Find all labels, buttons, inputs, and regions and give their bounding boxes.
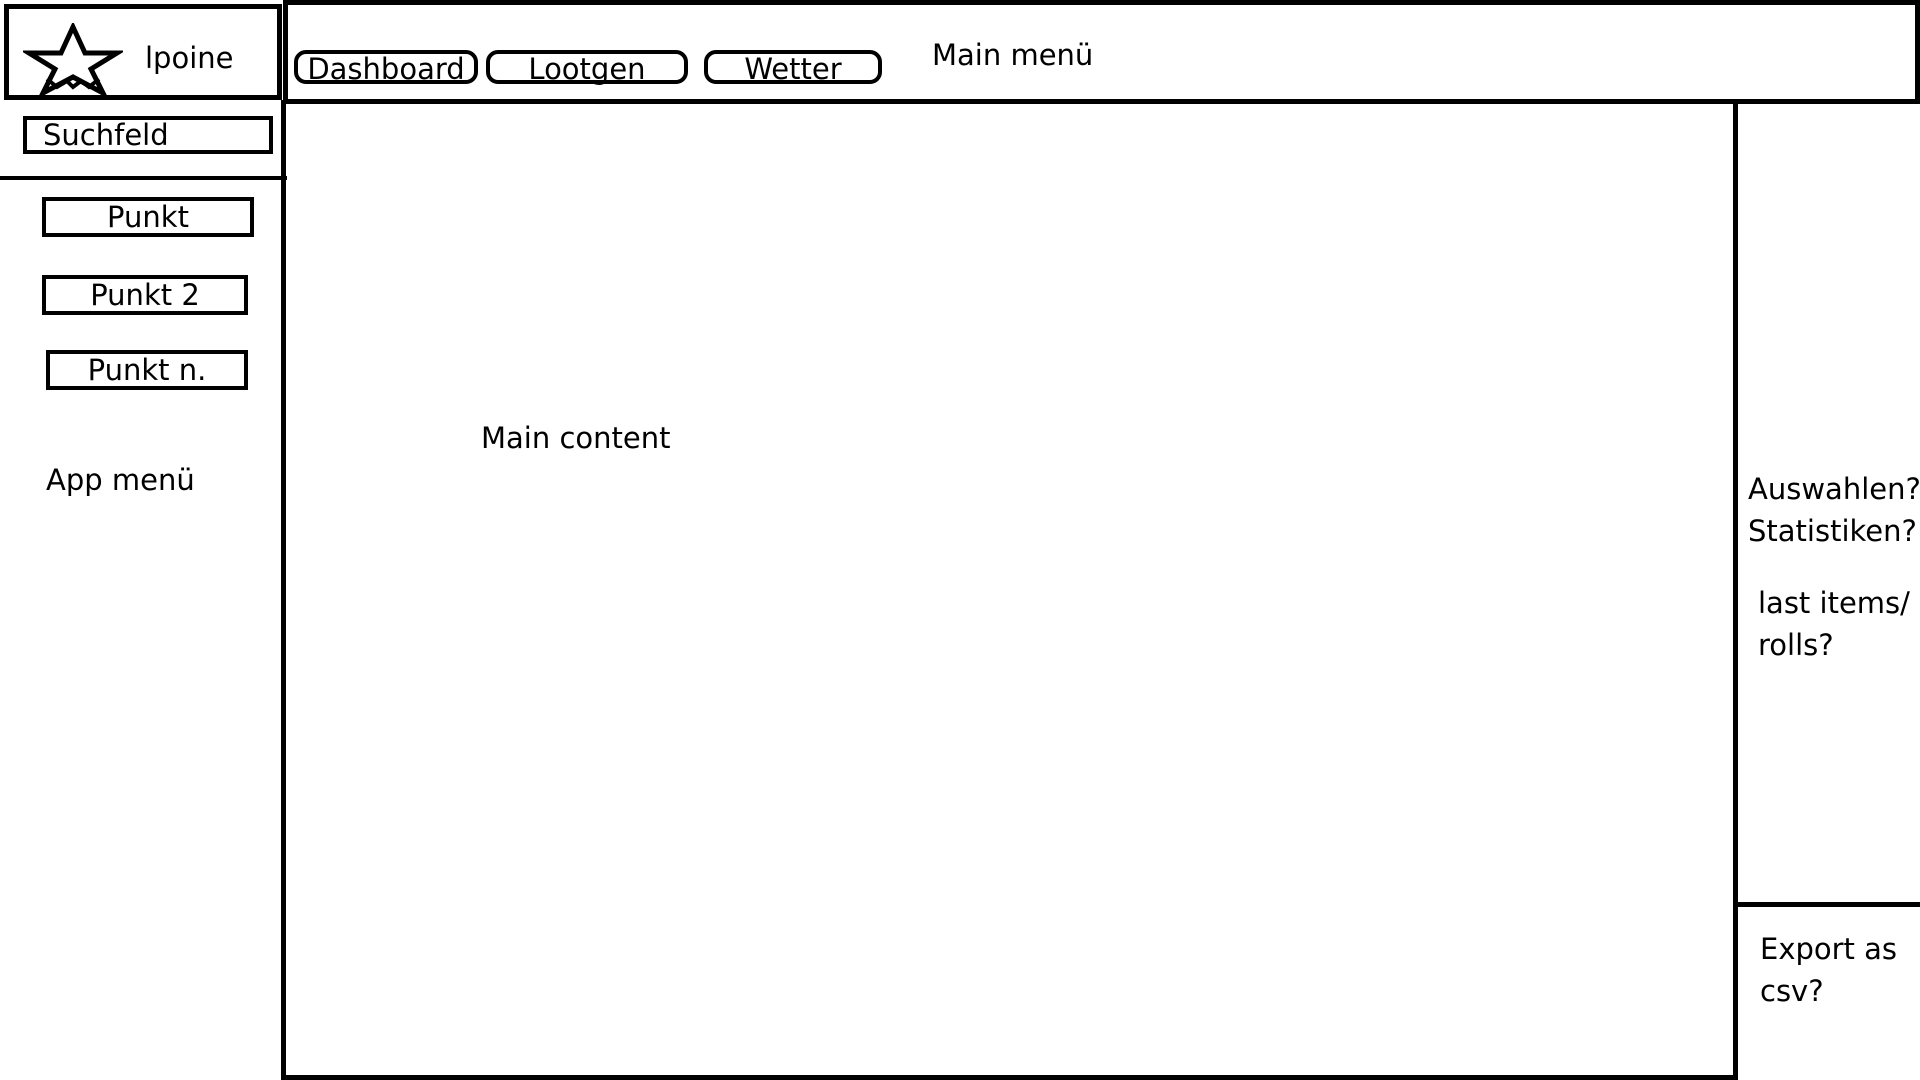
- right-panel-last-items-line2: rolls?: [1758, 628, 1834, 662]
- sidebar-item-punkt[interactable]: Punkt: [42, 197, 254, 237]
- right-panel-auswahlen: Auswahlen?: [1748, 472, 1920, 506]
- right-panel-options: Auswahlen? Statistiken?: [1748, 468, 1920, 552]
- right-panel-last-items-line1: last items/: [1758, 586, 1910, 620]
- nav-wetter-button[interactable]: Wetter: [704, 50, 882, 84]
- main-menu-label: Main menü: [932, 38, 1094, 72]
- right-panel-last-items: last items/ rolls?: [1758, 582, 1910, 666]
- export-csv-option[interactable]: Export as csv?: [1760, 928, 1897, 1012]
- right-panel-divider: [1736, 902, 1920, 907]
- sidebar-item-punkt-2[interactable]: Punkt 2: [42, 275, 248, 315]
- nav-lootgen-button[interactable]: Lootgen: [486, 50, 688, 84]
- star-logo-icon: [23, 23, 123, 95]
- right-panel-statistiken: Statistiken?: [1748, 514, 1917, 548]
- export-csv-line1: Export as: [1760, 932, 1898, 966]
- main-content-area: [281, 100, 1738, 1080]
- logo-area[interactable]: lpoine: [4, 4, 282, 100]
- app-name: lpoine: [145, 41, 234, 75]
- sidebar-item-punkt-n[interactable]: Punkt n.: [46, 350, 248, 390]
- sidebar-divider: [0, 176, 287, 180]
- app-menu-label: App menü: [46, 463, 195, 497]
- main-content-label: Main content: [481, 421, 671, 455]
- export-csv-line2: csv?: [1760, 974, 1824, 1008]
- search-input[interactable]: [23, 116, 273, 154]
- nav-dashboard-button[interactable]: Dashboard: [294, 50, 478, 84]
- main-menu-bar: [283, 0, 1920, 104]
